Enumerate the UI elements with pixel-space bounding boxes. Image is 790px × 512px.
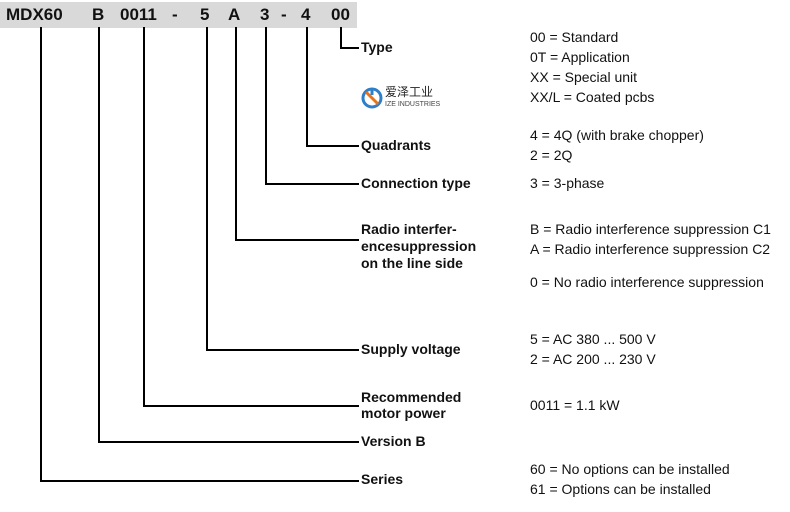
label-rfi-line-3: on the line side	[361, 255, 463, 271]
connector-voltage	[206, 27, 359, 351]
connector-version	[98, 27, 359, 443]
label-power-line-2: motor power	[361, 405, 446, 421]
code-type: 00	[331, 5, 350, 24]
code-series: MDX60	[6, 5, 63, 24]
code-quadrants: 4	[301, 5, 311, 24]
label-rfi-line-1: Radio interfer-	[361, 221, 457, 237]
label-type: Type	[361, 39, 393, 55]
option-connection-1: 3 = 3-phase	[530, 175, 605, 191]
option-type-2: 0T = Application	[530, 49, 630, 65]
label-connection: Connection type	[361, 175, 471, 191]
connector-quadrants	[306, 27, 359, 147]
type-code-bar	[0, 2, 357, 28]
option-type-1: 00 = Standard	[530, 29, 619, 45]
option-quadrants-2: 2 = 2Q	[530, 147, 573, 163]
connector-series	[40, 27, 359, 482]
option-quadrants-1: 4 = 4Q (with brake chopper)	[530, 127, 704, 143]
logo-chinese-text: 爱泽工业	[385, 85, 434, 99]
option-voltage-1: 5 = AC 380 ... 500 V	[530, 331, 656, 347]
label-quadrants: Quadrants	[361, 137, 432, 153]
option-power-1: 0011 = 1.1 kW	[530, 397, 620, 413]
label-power-line-1: Recommended	[361, 389, 462, 405]
ize-logo: 爱泽工业 IZE INDUSTRIES	[361, 84, 461, 114]
code-power: 0011	[120, 5, 157, 24]
label-rfi-line-2: encesuppression	[361, 238, 477, 254]
option-rfi-3: 0 = No radio interference suppression	[530, 274, 764, 290]
option-series-2: 61 = Options can be installed	[530, 481, 711, 497]
connector-rfi	[235, 27, 359, 241]
connector-type	[340, 27, 359, 49]
label-version: Version B	[361, 433, 426, 449]
code-voltage: 5	[200, 5, 210, 24]
connector-power	[143, 27, 359, 407]
option-type-4: XX/L = Coated pcbs	[530, 89, 655, 105]
code-connection: 3	[260, 5, 270, 24]
ize-logo-icon	[361, 87, 383, 109]
option-series-1: 60 = No options can be installed	[530, 461, 730, 477]
option-voltage-2: 2 = AC 200 ... 230 V	[530, 351, 656, 367]
label-voltage: Supply voltage	[361, 341, 461, 357]
code-version: B	[92, 5, 105, 24]
label-series: Series	[361, 471, 404, 487]
code-separator-1: -	[172, 5, 178, 24]
code-separator-2: -	[281, 5, 287, 24]
connector-connection	[265, 27, 359, 185]
logo-english-text: IZE INDUSTRIES	[385, 101, 441, 108]
option-rfi-2: A = Radio interference suppression C2	[530, 241, 771, 257]
option-type-3: XX = Special unit	[530, 69, 638, 85]
option-rfi-1: B = Radio interference suppression C1	[530, 221, 771, 237]
code-rfi: A	[228, 5, 241, 24]
